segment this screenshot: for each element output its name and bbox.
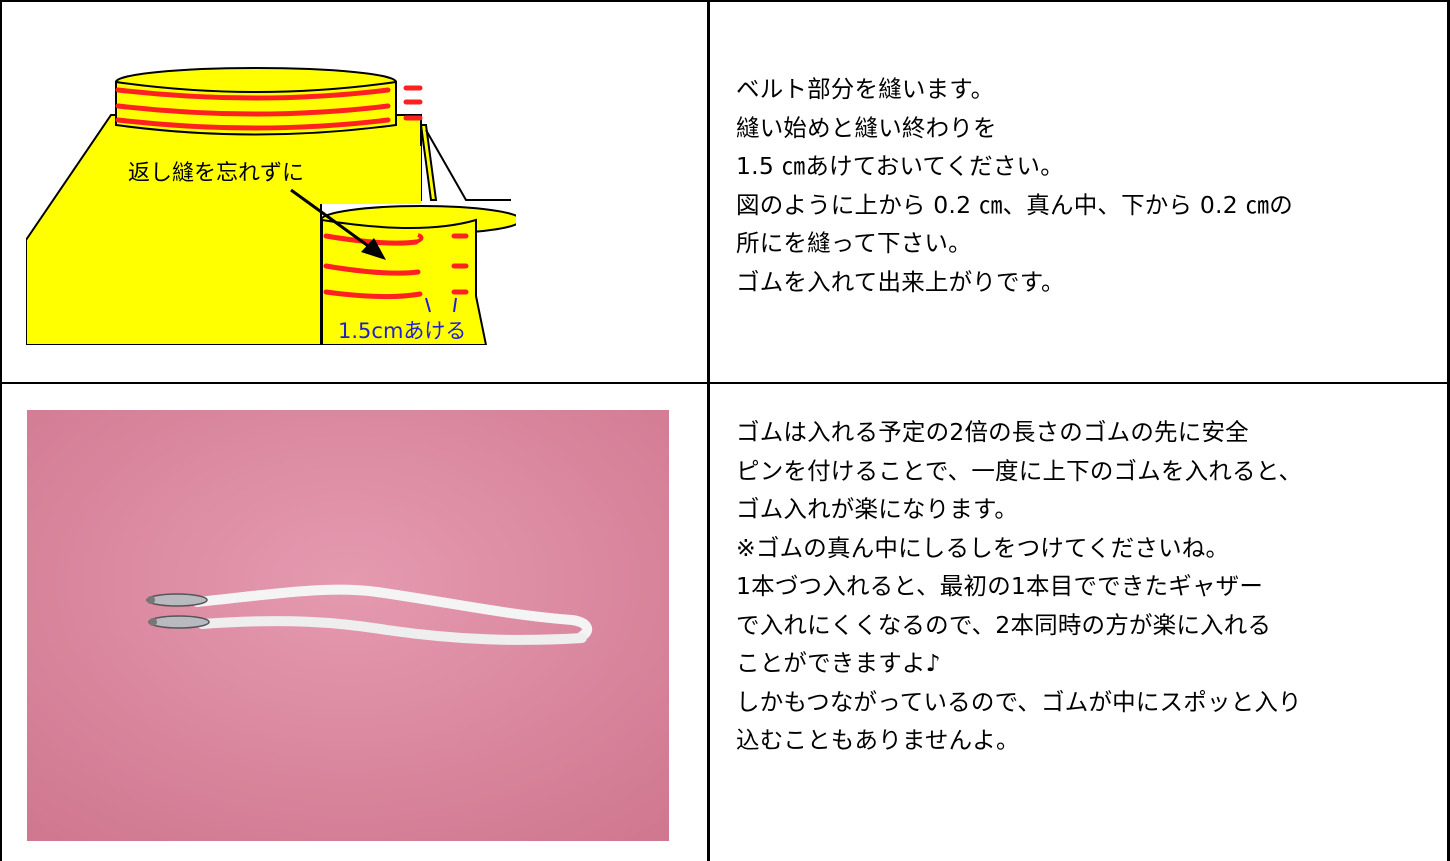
table-border-top: [0, 0, 1450, 2]
dimension-ticks: [425, 297, 457, 313]
table-border-right: [1447, 0, 1450, 861]
stitch-line: [115, 103, 391, 117]
tip-line: ゴムは入れる予定の2倍の長さのゴムの先に安全: [736, 418, 1249, 446]
tip-line: で入れにくくなるので、2本同時の方が楽に入れる: [736, 610, 1272, 639]
tip-line: ゴム入れが楽になります。: [736, 495, 1019, 523]
callout-arrow-head: [361, 238, 386, 260]
tip-line: ことができますよ♪: [736, 649, 941, 677]
elastic-photo: [27, 410, 669, 841]
elastic-tips-text: ゴムは入れる予定の2倍の長さのゴムの先に安全 ピンを付けることで、一度に上下のゴ…: [736, 413, 1302, 760]
tip-line: 込むこともありませんよ。: [736, 726, 1020, 754]
callout-box: [116, 146, 421, 204]
instruction-line: ゴムを入れて出来上がりです。: [736, 267, 1065, 296]
safety-pin-icon: [148, 615, 210, 629]
backstitch-mark: [403, 85, 423, 121]
table-border-left: [0, 0, 2, 861]
instruction-line: 縫い始めと縫い終わりを: [736, 113, 997, 142]
tip-line: しかもつながっているので、ゴムが中にスポッと入り: [736, 687, 1302, 716]
tip-line: 1本づつ入れると、最初の1本目でできたギャザー: [736, 572, 1264, 600]
elastic-band-lower: [197, 616, 587, 645]
table-column-divider: [707, 0, 710, 861]
table-row-divider: [0, 382, 1450, 384]
callout-label: 返し縫を忘れずに: [128, 161, 304, 186]
seam-flap: [419, 124, 438, 201]
tip-line: ※ゴムの真ん中にしるしをつけてくださいね。: [736, 533, 1230, 562]
belt-sewing-illustration: 返し縫を忘れずに 1.5cmあける: [26, 67, 516, 345]
seam-flap: [425, 129, 511, 201]
inset-backstitch: [451, 233, 469, 295]
tip-line: ピンを付けることで、一度に上下のゴムを入れると、: [736, 456, 1303, 485]
instruction-line: 図のように上から 0.2 ㎝、真ん中、下から 0.2 ㎝の: [736, 190, 1293, 219]
inset-stitch-line: [323, 289, 423, 300]
stitch-line: [115, 87, 391, 101]
elastic-band-upper: [192, 584, 593, 641]
safety-pin-icon: [146, 593, 208, 607]
inset-loop: [415, 233, 424, 244]
instruction-line: 1.5 ㎝あけておいてください。: [736, 152, 1064, 180]
dimension-label: 1.5cmあける: [338, 319, 466, 343]
instruction-line: 所にを縫って下さい。: [736, 229, 972, 257]
belt-sewing-instructions: ベルト部分を縫います。 縫い始めと縫い終わりを 1.5 ㎝あけておいてください。…: [736, 70, 1293, 301]
callout-arrow-line: [290, 188, 372, 250]
inset-stitch-line: [323, 233, 419, 246]
instruction-line: ベルト部分を縫います。: [736, 75, 995, 103]
stitch-line: [115, 117, 391, 131]
inset-stitch-line: [323, 263, 421, 276]
